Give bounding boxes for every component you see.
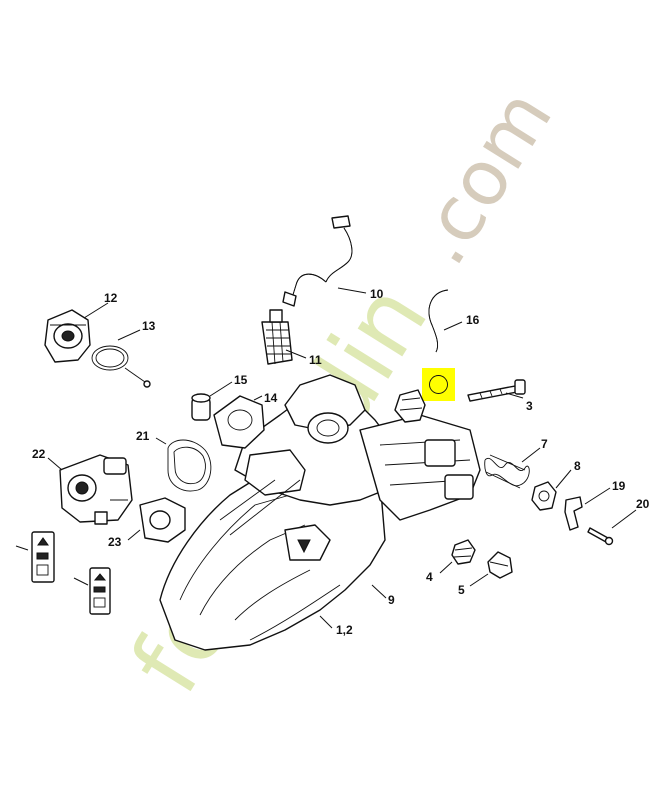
callout-21: 21 xyxy=(136,429,150,443)
part-12 xyxy=(44,309,91,363)
callout-15: 15 xyxy=(234,373,248,387)
part-19-bracket xyxy=(564,496,583,531)
highlighted-part xyxy=(394,368,455,423)
callout-13: 13 xyxy=(142,319,156,333)
part-3-bolt xyxy=(467,379,526,402)
callout-19: 19 xyxy=(612,479,626,493)
callout-11: 11 xyxy=(309,353,322,367)
highlight-box xyxy=(422,368,455,401)
part-5 xyxy=(487,551,513,579)
callout-5: 5 xyxy=(458,583,465,597)
part-22-carburetor xyxy=(59,454,133,525)
part-16-hose xyxy=(428,289,449,353)
callout-7: 7 xyxy=(541,437,548,451)
callout-1-2: 1,2 xyxy=(336,623,353,637)
callout-12: 12 xyxy=(104,291,118,305)
part-14 xyxy=(213,395,265,449)
part-10-fuel-hose xyxy=(282,215,353,307)
part-15 xyxy=(191,393,211,421)
callout-20: 20 xyxy=(636,497,650,511)
callout-3: 3 xyxy=(526,399,533,413)
callout-16: 16 xyxy=(466,313,480,327)
part-8-knob xyxy=(531,481,557,511)
part-11-fuel-filter xyxy=(261,309,293,365)
part-4 xyxy=(451,539,476,565)
part-21-gasket xyxy=(167,439,212,492)
part-housing xyxy=(159,374,481,651)
callout-4: 4 xyxy=(426,570,433,584)
callouts: 1,2 3 4 5 7 8 9 10 11 12 13 14 15 16 19 … xyxy=(32,287,650,637)
part-7-spring xyxy=(484,454,530,489)
part-13-ring xyxy=(91,345,151,388)
part-23 xyxy=(139,497,186,543)
leader-lines xyxy=(15,287,637,629)
warning-sticker-right xyxy=(89,567,111,615)
callout-10: 10 xyxy=(370,287,384,301)
callout-23: 23 xyxy=(108,535,122,549)
callout-22: 22 xyxy=(32,447,46,461)
warning-sticker-left xyxy=(31,531,55,583)
callout-14: 14 xyxy=(264,391,278,405)
watermark-text-com: .com xyxy=(395,74,569,279)
callout-8: 8 xyxy=(574,459,581,473)
callout-9: 9 xyxy=(388,593,395,607)
part-20-screw xyxy=(587,527,614,546)
